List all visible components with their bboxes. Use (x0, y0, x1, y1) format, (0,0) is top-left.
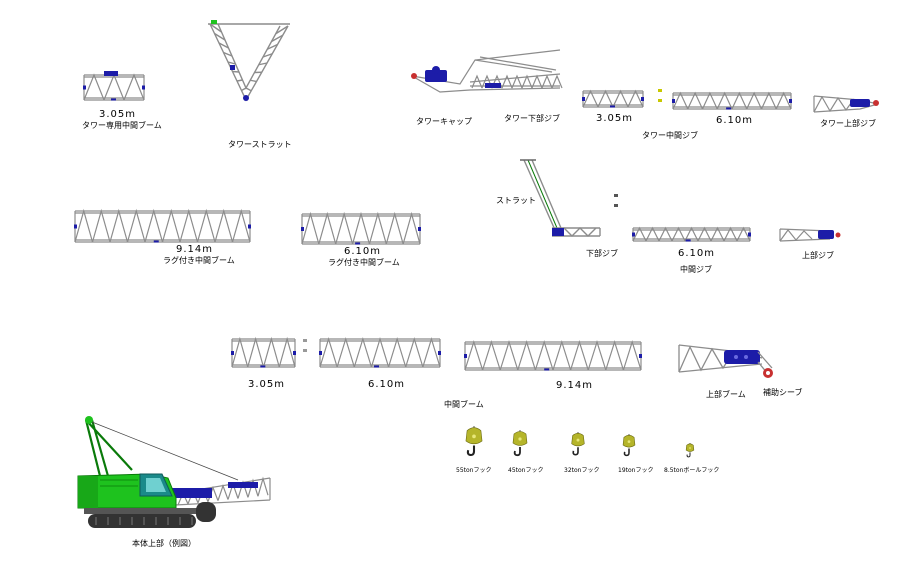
hook-32t (571, 432, 585, 456)
hook-label-19t: 19tonフック (618, 467, 654, 474)
upper-boom-label: 上部ブーム (706, 390, 746, 399)
mid-boom-label: 中間ブーム (444, 400, 484, 409)
tower-jib-6m (672, 91, 792, 110)
lug-mid-boom-9m (74, 208, 251, 243)
strut-and-lower-jib (520, 159, 601, 237)
mid-boom-9m (464, 339, 642, 371)
hook-8-5t (685, 443, 695, 458)
mid-boom-pins (303, 339, 307, 352)
lug-mid-boom-6m (301, 211, 421, 245)
upper-boom-and-aux-sheave (678, 344, 773, 378)
tower-jib-3m-label: 3.05m (596, 113, 634, 124)
base-machine (77, 416, 271, 528)
mid-boom-6m (319, 336, 441, 368)
lug-boom-6m-label: ラグ付き中間ブーム (328, 258, 400, 267)
tower-mid-boom-fittings (104, 71, 118, 76)
tower-strut-label: タワーストラット (228, 140, 292, 149)
boom-3m-label: 3.05m (248, 379, 286, 390)
mid-jib-length-label: 6.10m (678, 248, 716, 259)
mid-jib-6m (632, 226, 751, 242)
tower-jib-pins-1 (658, 89, 662, 102)
lug-boom-6m-length-label: 6.10m (344, 246, 382, 257)
tower-lower-jib-label: タワー下部ジブ (504, 114, 560, 123)
hook-19t (622, 434, 636, 457)
tower-upper-jib-label: タワー上部ジブ (820, 119, 876, 128)
boom-6m-label: 6.10m (368, 379, 406, 390)
lug-boom-9m-label: ラグ付き中間ブーム (163, 256, 235, 265)
tower-mid-boom-3m (83, 73, 145, 101)
tower-cap-and-lower-jib (411, 49, 563, 93)
tower-mid-jib-label: タワー中間ジブ (642, 131, 698, 140)
mid-jib-label: 中間ジブ (680, 265, 712, 274)
upper-jib (779, 228, 841, 242)
hook-label-32t: 32tonフック (564, 467, 600, 474)
hook-45t (512, 430, 528, 457)
mid-boom-3m (231, 336, 296, 368)
hook-label-55t: 55tonフック (456, 467, 492, 474)
hook-55t (465, 426, 483, 457)
lower-jib-pins (614, 194, 618, 207)
tower-upper-jib (813, 95, 879, 113)
tower-jib-3m (582, 89, 644, 108)
hook-label-8-5t: 8.5tonボールフック (664, 467, 720, 474)
tower-strut-v-frame (208, 20, 290, 102)
aux-sheave-label: 補助シーブ (763, 388, 803, 397)
tower-cap-label: タワーキャップ (416, 117, 472, 126)
strut-label: ストラット (496, 196, 536, 205)
tower-mid-boom-length-label: 3.05m (99, 109, 137, 120)
base-machine-label: 本体上部（例図） (132, 539, 196, 548)
tower-jib-6m-label: 6.10m (716, 115, 754, 126)
tower-mid-boom-label: タワー専用中間ブーム (82, 121, 162, 130)
lug-boom-9m-length-label: 9.14m (176, 244, 214, 255)
lower-jib-label: 下部ジブ (586, 249, 618, 258)
boom-9m-label: 9.14m (556, 380, 594, 391)
hook-label-45t: 45tonフック (508, 467, 544, 474)
upper-jib-label: 上部ジブ (802, 251, 834, 260)
